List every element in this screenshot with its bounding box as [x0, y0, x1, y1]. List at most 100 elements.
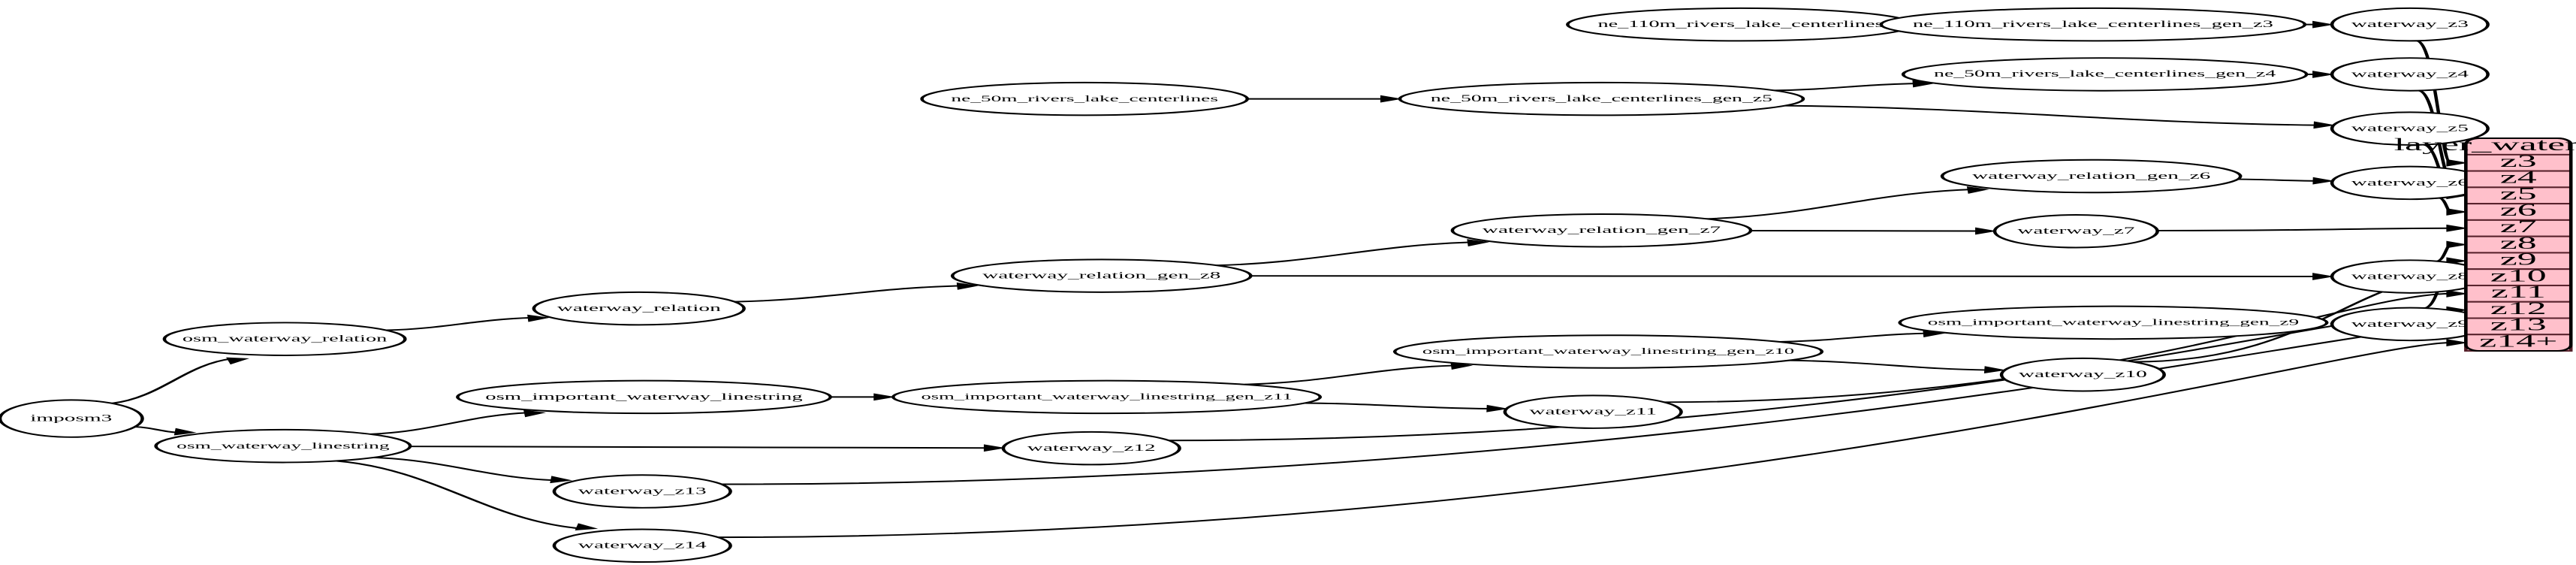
table-row-label: z3 [2500, 151, 2537, 171]
arrowhead-icon [956, 282, 979, 290]
arrowhead-icon [2313, 121, 2336, 129]
node-ellipse [1901, 57, 2309, 92]
arrowhead-icon [173, 428, 197, 436]
node-ellipse [0, 399, 144, 438]
node-label: ne_50m_rivers_lake_centerlines [951, 93, 1218, 104]
node-ellipse [891, 379, 1323, 415]
table-row-label: z12 [2490, 298, 2547, 318]
node-ellipse [2330, 57, 2490, 92]
edge-osm_important_waterway_linestring_gen_z11-to-osm_important_waterway_linestring_gen_z10 [1244, 364, 1455, 385]
node-waterway_z6[interactable]: waterway_z6 [2330, 165, 2490, 201]
node-ellipse [1450, 213, 1753, 248]
node-label: osm_important_waterway_linestring [485, 391, 802, 401]
node-ellipse [532, 291, 746, 326]
node-ellipse [2330, 7, 2490, 42]
node-waterway_relation_gen_z8[interactable]: waterway_relation_gen_z8 [950, 258, 1253, 293]
arrowhead-icon [2446, 240, 2469, 249]
layer-waterway-table: layer_waterwayz3z4z5z6z7z8z9z10z11z12z13… [2394, 135, 2576, 352]
table-row-label: z4 [2500, 168, 2537, 187]
table-row-label: z7 [2500, 217, 2537, 237]
table-row-label: z6 [2500, 201, 2537, 220]
node-waterway_z3[interactable]: waterway_z3 [2330, 7, 2490, 42]
node-waterway_z14[interactable]: waterway_z14 [552, 528, 732, 563]
edge-ne_50m_rivers_lake_centerlines_gen_z5-to-ne_50m_rivers_lake_centerlines_gen_z4 [1774, 83, 1917, 92]
arrowhead-icon [550, 476, 573, 484]
arrowhead-icon [2312, 177, 2335, 185]
edge-waterway_relation_gen_z8-to-waterway_relation_gen_z7 [1216, 241, 1472, 267]
node-osm_important_waterway_linestring_gen_z9[interactable]: osm_important_waterway_linestring_gen_z9 [1898, 305, 2329, 340]
node-waterway_z7[interactable]: waterway_z7 [1992, 213, 2159, 249]
node-waterway_z12[interactable]: waterway_z12 [1001, 431, 1181, 466]
node-osm_waterway_linestring[interactable]: osm_waterway_linestring [154, 428, 412, 464]
node-label: ne_50m_rivers_lake_centerlines_gen_z5 [1431, 93, 1772, 104]
node-ne_50m_rivers_lake_centerlines_gen_z5[interactable]: ne_50m_rivers_lake_centerlines_gen_z5 [1398, 81, 1805, 116]
node-label: waterway_z5 [2351, 122, 2469, 133]
node-ellipse [1999, 357, 2166, 392]
nodes-layer: imposm3 osm_waterway_relation osm_waterway… [0, 7, 2490, 563]
node-ellipse [162, 322, 407, 356]
node-waterway_relation_gen_z6[interactable]: waterway_relation_gen_z6 [1940, 159, 2243, 194]
edge-waterway_relation_gen_z7-to-waterway_relation_gen_z6 [1706, 189, 1972, 220]
arrowhead-icon [2312, 273, 2335, 280]
node-waterway_z5[interactable]: waterway_z5 [2330, 111, 2490, 146]
node-imposm3[interactable]: imposm3 [0, 399, 144, 438]
node-ne_50m_rivers_lake_centerlines_gen_z4[interactable]: ne_50m_rivers_lake_centerlines_gen_z4 [1901, 57, 2309, 92]
node-ne_50m_rivers_lake_centerlines[interactable]: ne_50m_rivers_lake_centerlines [920, 81, 1250, 116]
node-label: waterway_relation_gen_z6 [1972, 171, 2210, 181]
edge-waterway_z3-to-layer_waterway.z3 [2415, 40, 2453, 164]
table-row-label: z8 [2500, 233, 2537, 252]
edge-osm_waterway_linestring-to-waterway_z13 [373, 456, 556, 482]
node-label: ne_50m_rivers_lake_centerlines_gen_z4 [1934, 68, 2276, 79]
node-ellipse [950, 258, 1253, 293]
node-osm_important_waterway_linestring_gen_z10[interactable]: osm_important_waterway_linestring_gen_z1… [1392, 334, 1824, 369]
arrowhead-icon [226, 357, 250, 365]
edge-osm_important_waterway_linestring_gen_z10-to-waterway_z10 [1788, 359, 1989, 371]
edge-osm_waterway_linestring-to-waterway_z14 [336, 460, 581, 530]
node-label: waterway_relation_gen_z8 [982, 270, 1220, 280]
node-ellipse [1392, 334, 1824, 369]
edge-osm_important_waterway_linestring_gen_z10-to-osm_important_waterway_linestring_gen_z9 [1778, 332, 1928, 343]
arrowhead-icon [2446, 339, 2469, 347]
node-label: waterway_z9 [2351, 319, 2469, 329]
node-waterway_z13[interactable]: waterway_z13 [552, 474, 732, 509]
node-ellipse [1992, 213, 2159, 249]
node-label: waterway_relation [557, 303, 721, 313]
node-label: waterway_z14 [578, 539, 707, 550]
table-row-label: z5 [2500, 184, 2537, 204]
node-label: osm_important_waterway_linestring_gen_z1… [921, 392, 1292, 401]
arrowhead-icon [527, 314, 550, 322]
node-ellipse [154, 428, 412, 464]
node-label: waterway_z6 [2351, 177, 2469, 188]
node-ne_110m_rivers_lake_centerlines_gen_z3[interactable]: ne_110m_rivers_lake_centerlines_gen_z3 [1879, 7, 2307, 42]
edge-waterway_relation-to-waterway_relation_gen_z8 [734, 285, 962, 303]
node-ellipse [456, 379, 832, 415]
edge-osm_waterway_relation-to-waterway_relation [386, 316, 532, 331]
edge-osm_waterway_linestring-to-osm_important_waterway_linestring [370, 412, 529, 435]
node-osm_important_waterway_linestring[interactable]: osm_important_waterway_linestring [456, 379, 832, 415]
arrowhead-icon [1467, 239, 1490, 246]
arrowhead-icon [2446, 224, 2469, 232]
node-waterway_relation_gen_z7[interactable]: waterway_relation_gen_z7 [1450, 213, 1753, 248]
node-ellipse [2330, 111, 2490, 146]
node-osm_important_waterway_linestring_gen_z11[interactable]: osm_important_waterway_linestring_gen_z1… [891, 379, 1323, 415]
arrowhead-icon [575, 523, 599, 530]
node-osm_waterway_relation[interactable]: osm_waterway_relation [162, 322, 407, 356]
node-waterway_z4[interactable]: waterway_z4 [2330, 57, 2490, 92]
node-waterway_z8[interactable]: waterway_z8 [2330, 259, 2490, 294]
node-waterway_relation[interactable]: waterway_relation [532, 291, 746, 326]
node-ellipse [552, 474, 732, 509]
edge-imposm3-to-osm_waterway_linestring [134, 426, 179, 434]
node-waterway_z10[interactable]: waterway_z10 [1999, 357, 2166, 392]
arrowhead-icon [1486, 404, 1509, 412]
node-label: waterway_z8 [2351, 270, 2469, 281]
node-label: waterway_z4 [2351, 68, 2469, 79]
node-label: waterway_z7 [2017, 225, 2134, 236]
node-ellipse [552, 528, 732, 563]
arrowhead-icon [2446, 208, 2469, 216]
node-waterway_z11[interactable]: waterway_z11 [1503, 394, 1683, 429]
node-ne_110m_rivers_lake_centerlines[interactable]: ne_110m_rivers_lake_centerlines [1566, 7, 1915, 42]
table-row-label: z14+ [2479, 331, 2557, 351]
node-label: waterway_z3 [2351, 19, 2469, 29]
edge-ne_50m_rivers_lake_centerlines_gen_z5-to-waterway_z5 [1785, 104, 2318, 126]
